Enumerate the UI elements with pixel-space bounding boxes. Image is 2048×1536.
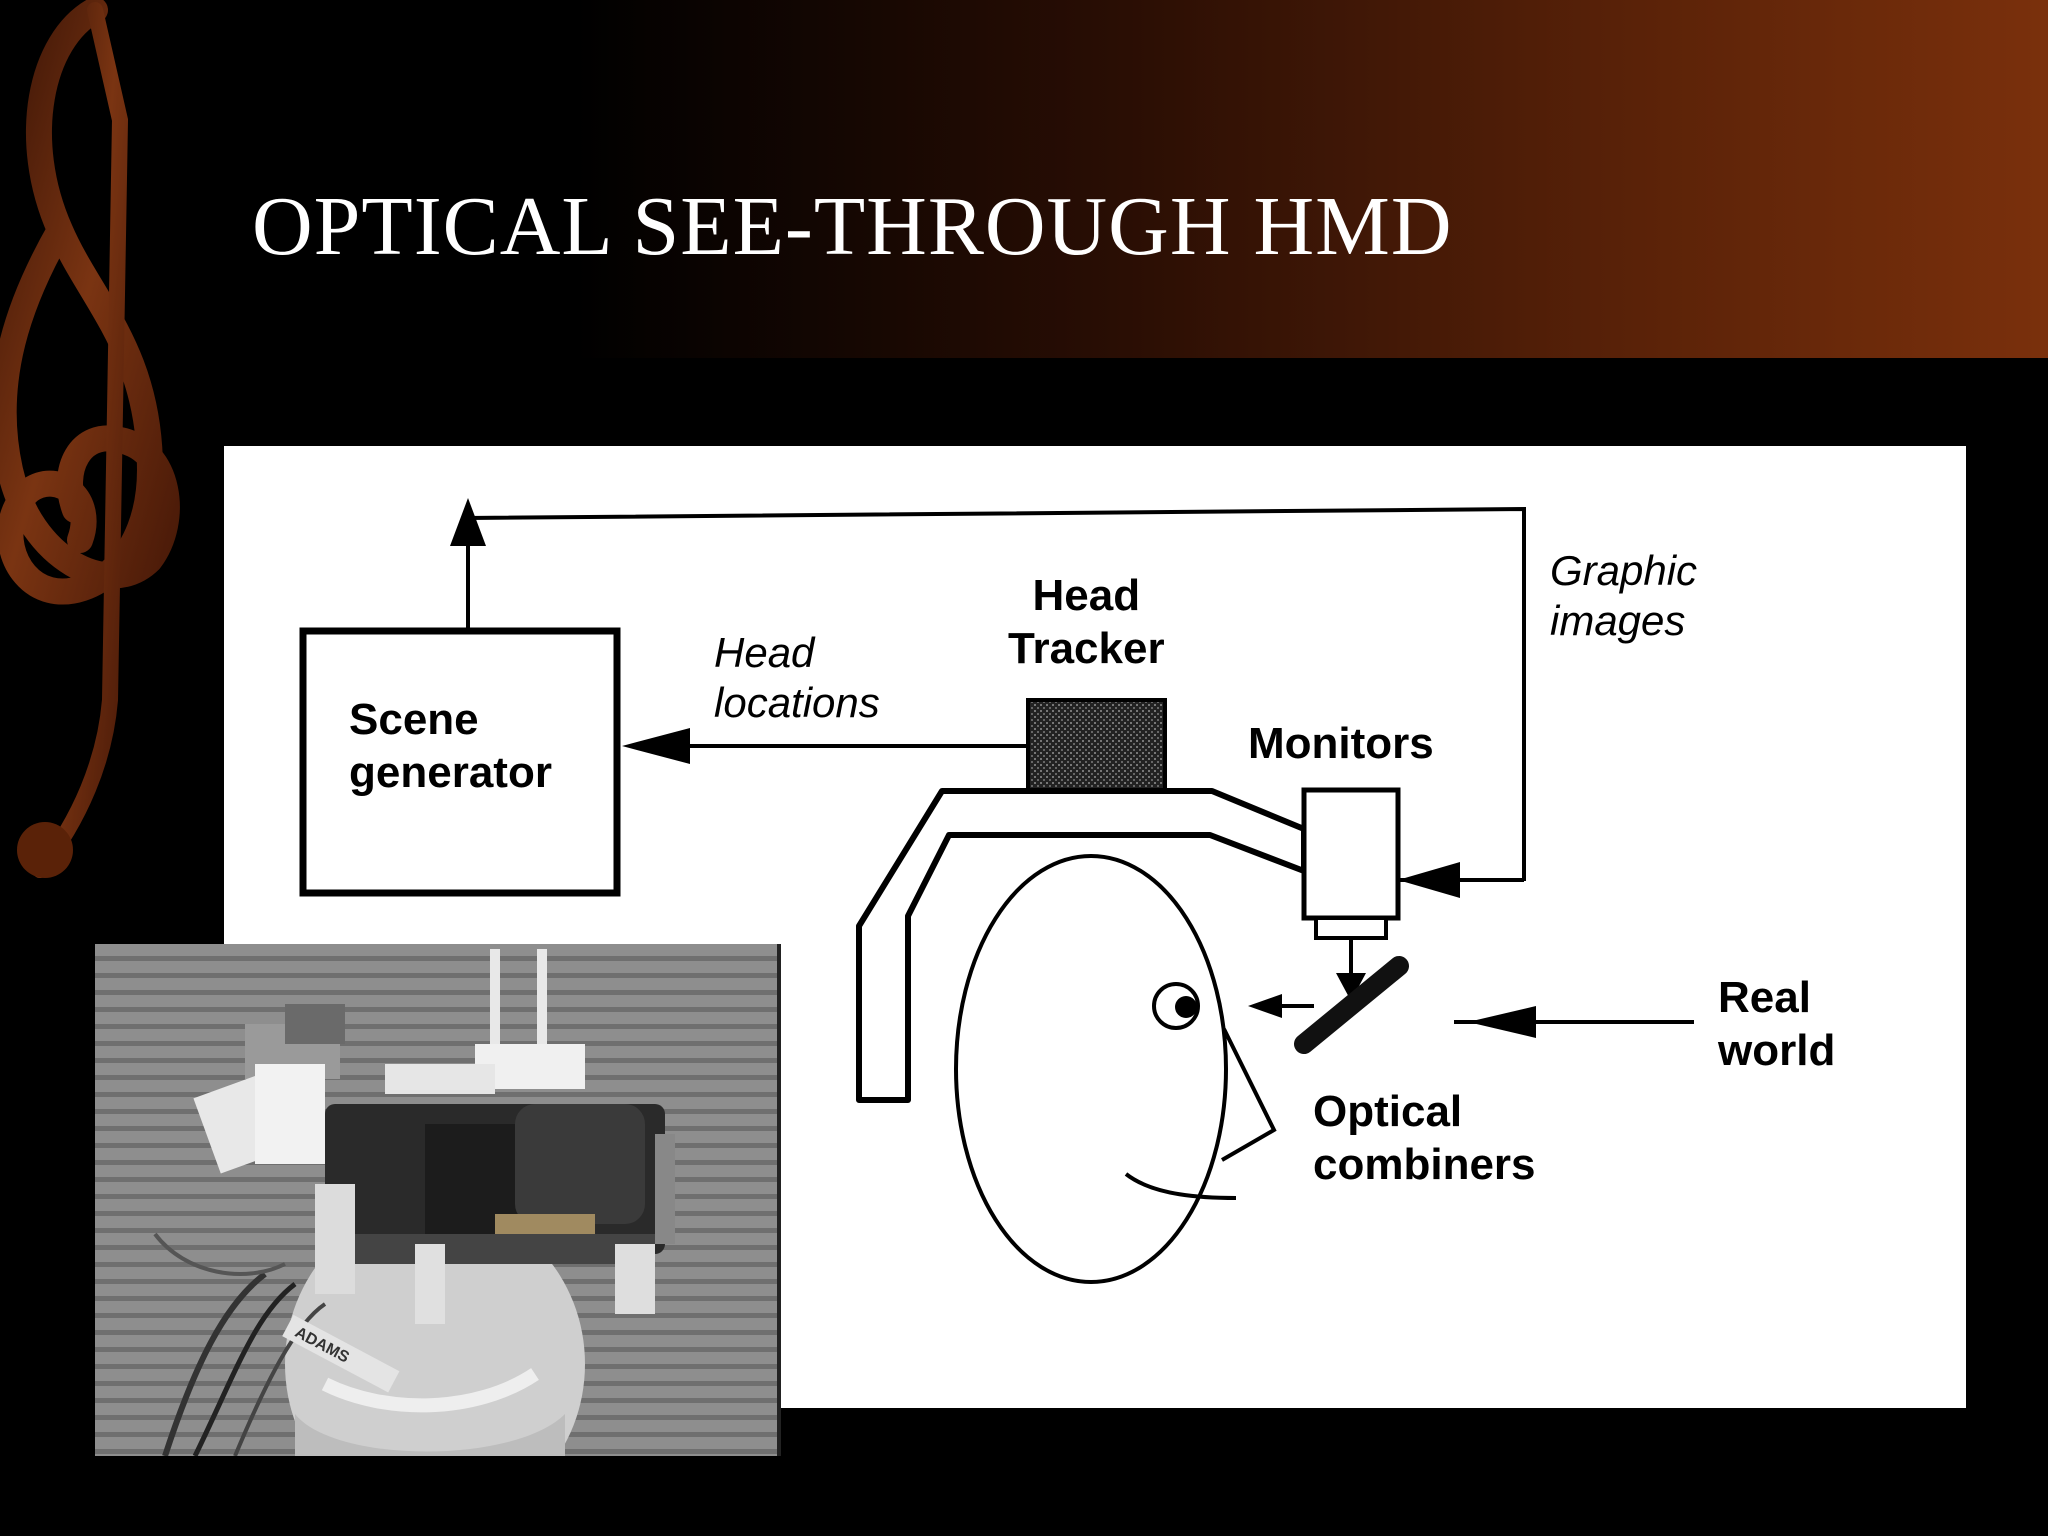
hmd-diagram	[299, 498, 1694, 1284]
slide-title: OPTICAL SEE-THROUGH HMD	[252, 180, 1453, 273]
head-outline	[954, 854, 1228, 1284]
smile	[1124, 1172, 1237, 1200]
label-real-world: Real world	[1718, 973, 1836, 1075]
treble-clef-decoration	[0, 0, 180, 878]
headband-frame	[856, 788, 1307, 1103]
monitor-lens	[1314, 916, 1388, 940]
label-monitors: Monitors	[1248, 719, 1434, 768]
label-graphic-images: Graphic images	[1550, 547, 1698, 645]
nose	[1221, 1028, 1277, 1162]
monitor-box	[1301, 787, 1401, 921]
monitors-arrowhead	[1398, 862, 1460, 898]
up-arrowhead	[450, 498, 486, 546]
optical-combiner	[1294, 956, 1409, 1054]
hmd-photo-illustration: ADAMS	[153, 949, 675, 1456]
label-head-tracker: Head Tracker	[1008, 571, 1165, 673]
label-optical-combiners: Optical combiners	[1313, 1087, 1536, 1189]
hmd-photo: ADAMS	[95, 944, 781, 1456]
label-scene-generator: Scene generator	[349, 695, 552, 797]
graphic-images-loop-line	[466, 506, 1526, 881]
head-tracker-block	[1026, 698, 1167, 792]
label-head-locations: Head locations	[714, 629, 880, 727]
header-band	[0, 0, 2048, 358]
head-locations-arrowhead	[622, 728, 690, 764]
scene-generator-box	[299, 627, 621, 897]
real-world-arrowhead	[1468, 1006, 1536, 1038]
